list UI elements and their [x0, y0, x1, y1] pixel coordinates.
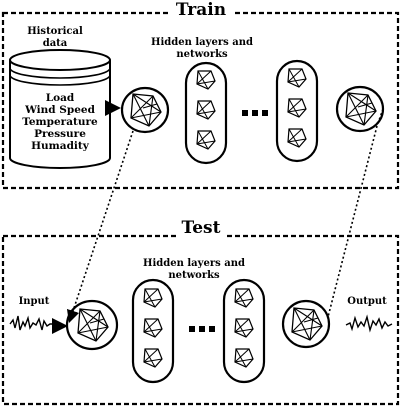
train-output-node [335, 85, 385, 133]
train-hidden-capsule-2 [275, 59, 319, 163]
output-waveform [345, 314, 393, 333]
train-hidden-capsule-1 [184, 61, 228, 165]
db-item-pressure: Pressure [34, 128, 86, 140]
test-hidden-capsule-2 [222, 278, 266, 384]
train-hidden-label-line2: networks [176, 49, 228, 60]
train-title-bg [170, 2, 232, 22]
output-label: Output [347, 296, 387, 307]
db-label-line1: Historical [27, 26, 83, 37]
test-title-bg [176, 219, 226, 241]
train-output-to-test-output-connector [327, 108, 384, 318]
train-ellipsis [242, 110, 268, 116]
db-item-wind-speed: Wind Speed [24, 104, 96, 116]
train-title: Train [176, 0, 226, 20]
test-ellipsis [189, 326, 215, 332]
test-hidden-capsule-1 [131, 278, 175, 384]
input-waveform [9, 315, 55, 331]
database-cylinder [9, 49, 111, 169]
train-hidden-label-line1: Hidden layers and [151, 37, 253, 48]
db-item-temperature: Temperature [22, 116, 98, 128]
test-output-node [281, 299, 331, 349]
train-input-node [120, 86, 170, 134]
test-panel-frame [1, 234, 400, 406]
db-item-load: Load [46, 92, 75, 104]
db-item-humadity: Humadity [31, 140, 90, 152]
input-label: Input [19, 296, 50, 307]
test-hidden-label-line1: Hidden layers and [143, 258, 245, 269]
train-input-to-test-input-connector [66, 130, 134, 324]
test-hidden-label-line2: networks [168, 270, 220, 281]
db-label-line2: data [43, 38, 68, 49]
test-title: Test [182, 218, 221, 238]
test-input-node [65, 299, 119, 351]
train-panel-frame [1, 11, 400, 190]
